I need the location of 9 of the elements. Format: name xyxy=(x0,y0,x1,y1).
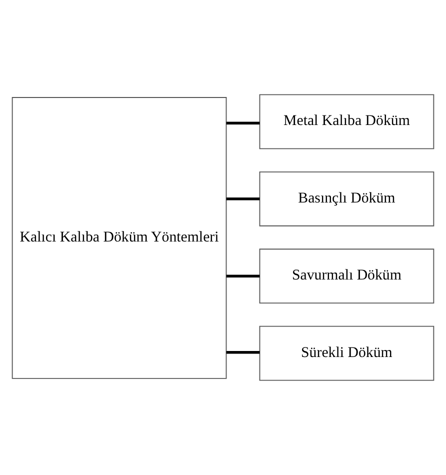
connector xyxy=(226,198,260,200)
node-box: Savurmalı Döküm xyxy=(259,248,434,304)
node-box: Kalıcı Kalıba Döküm Yöntemleri xyxy=(12,97,227,379)
connector xyxy=(226,274,260,278)
node-box: Metal Kalıba Döküm xyxy=(259,94,434,150)
node-box: Sürekli Döküm xyxy=(259,326,434,381)
connector xyxy=(226,350,260,354)
connector xyxy=(226,122,260,124)
node-box: Basınçlı Döküm xyxy=(259,171,434,226)
